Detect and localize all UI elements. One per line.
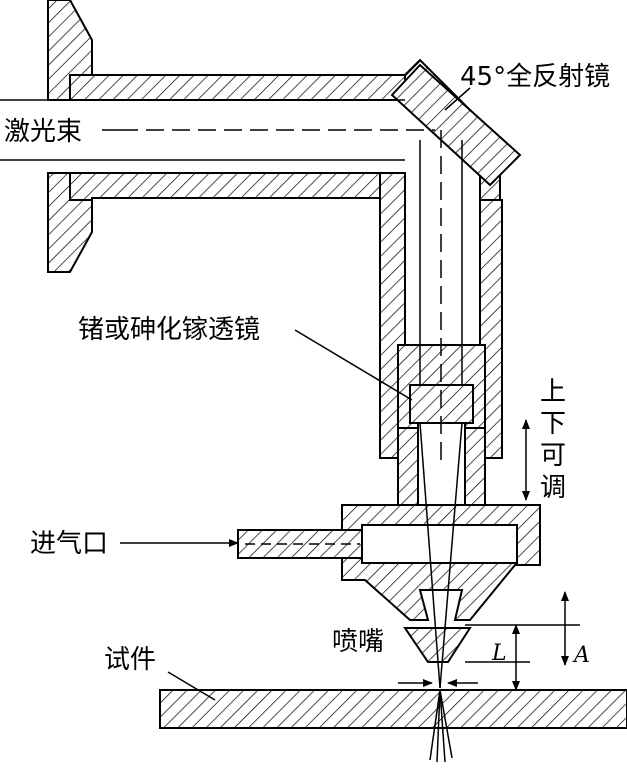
inner-tube-left [397,427,419,506]
label-dim-L: L [491,641,507,666]
label-vertical-2: 下 [540,409,566,439]
beam-converge-right [439,422,463,689]
inner-tube-right [464,427,486,506]
jet-ray-2 [436,689,441,763]
jet-ray-1 [429,689,441,761]
tube-top-wall [69,74,406,101]
label-dim-A: A [572,643,590,668]
gas-channel [361,524,518,564]
leader-lens [294,329,413,401]
label-vertical-1: 上 [540,377,566,407]
label-laser-beam: 激光束 [4,117,82,147]
workpiece [159,689,627,729]
leader-workpiece [167,671,216,701]
tube-bottom-wall [69,172,406,201]
label-workpiece: 试件 [104,645,156,675]
leader-mirror [444,87,471,111]
jet-ray-4 [439,689,453,759]
label-lens: 锗或砷化镓透镜 [78,315,260,345]
beam-converge-left [419,422,441,689]
label-gas-inlet: 进气口 [30,529,108,559]
mirror [390,63,522,187]
label-vertical-4: 调 [540,473,566,503]
jet-ray-3 [439,689,446,763]
label-vertical-3: 可 [540,441,566,471]
label-nozzle: 喷嘴 [332,627,384,657]
label-mirror: 45°全反射镜 [460,62,610,92]
